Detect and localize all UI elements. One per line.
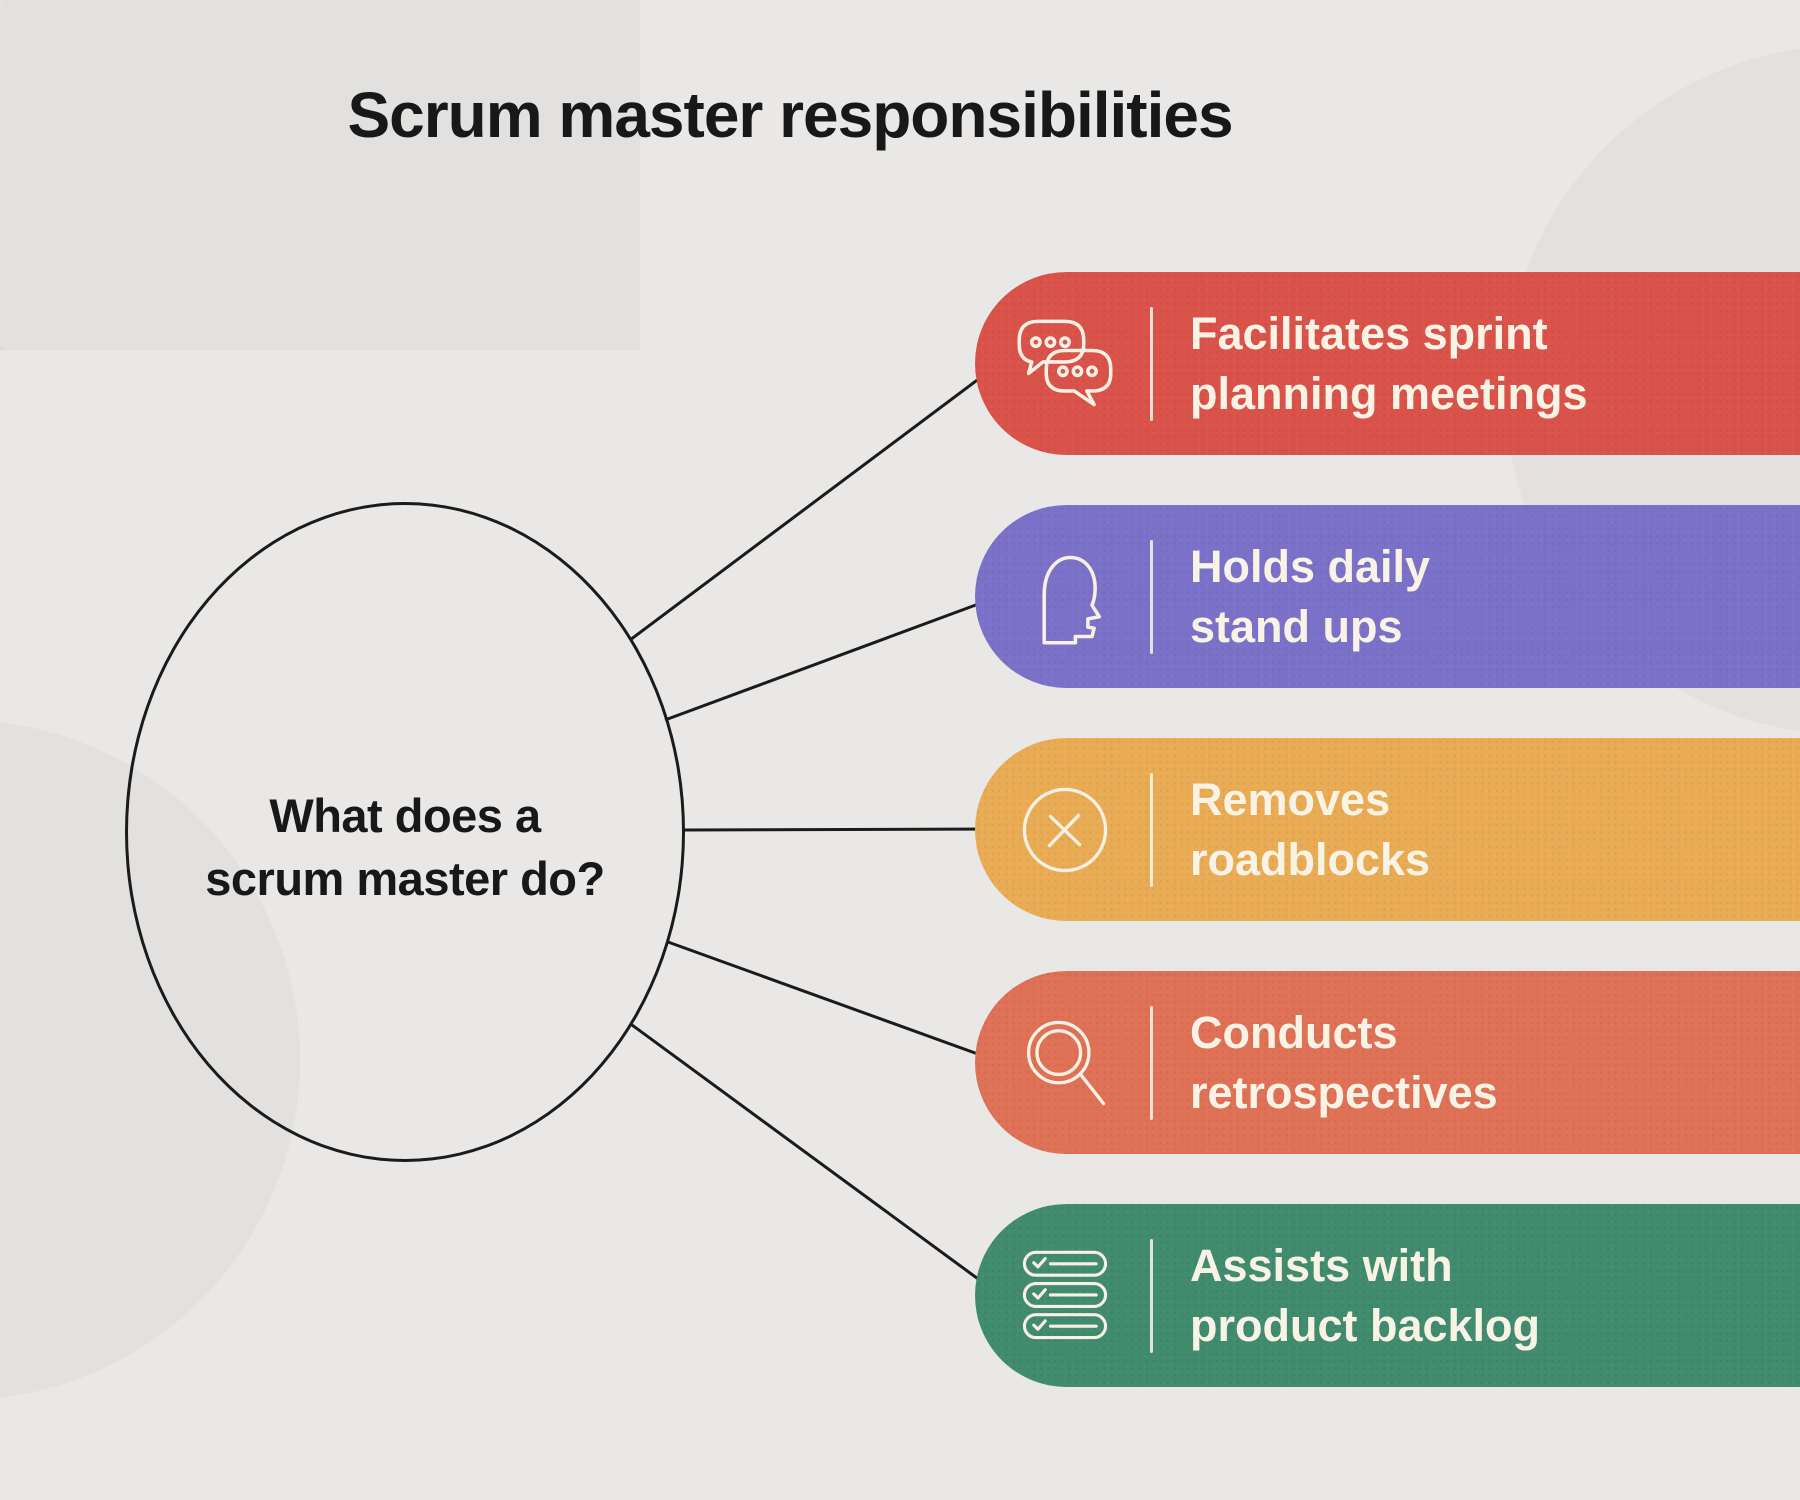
pill-label: Conducts retrospectives <box>1190 1003 1498 1123</box>
pill-label-line1: Assists with <box>1190 1239 1453 1291</box>
central-circle <box>125 502 685 1162</box>
pill-divider <box>1150 539 1153 654</box>
pill-assists-product-backlog: Assists with product backlog <box>975 1204 1800 1387</box>
pill-label-line1: Conducts <box>1190 1006 1398 1058</box>
pill-label: Facilitates sprint planning meetings <box>1190 304 1588 424</box>
pill-divider <box>1150 1005 1153 1120</box>
pill-label-line2: roadblocks <box>1190 833 1431 885</box>
pill-conducts-retrospectives: Conducts retrospectives <box>975 971 1800 1154</box>
pill-label-line2: retrospectives <box>1190 1066 1498 1118</box>
pill-divider <box>1150 1238 1153 1353</box>
central-question: What does a scrum master do? <box>105 784 705 910</box>
pill-label: Holds daily stand ups <box>1190 537 1430 657</box>
pill-divider <box>1150 306 1153 421</box>
pill-facilitates-sprint-planning: Facilitates sprint planning meetings <box>975 272 1800 455</box>
pill-label-line2: stand ups <box>1190 600 1403 652</box>
circle-x-icon <box>1013 778 1117 882</box>
checklist-icon <box>1013 1244 1117 1348</box>
pill-label: Removes roadblocks <box>1190 770 1430 890</box>
magnifier-icon <box>1013 1011 1117 1115</box>
head-profile-icon <box>1013 545 1117 649</box>
pill-label-line1: Holds daily <box>1190 540 1431 592</box>
page-title: Scrum master responsibilities <box>347 79 1233 151</box>
central-question-line2: scrum master do? <box>205 852 605 905</box>
pill-removes-roadblocks: Removes roadblocks <box>975 738 1800 921</box>
pill-label-line1: Removes <box>1190 773 1391 825</box>
pill-label-line2: planning meetings <box>1190 367 1588 419</box>
pill-label-line1: Facilitates sprint <box>1190 307 1548 359</box>
paper-texture-block <box>0 0 640 350</box>
pill-label: Assists with product backlog <box>1190 1236 1540 1356</box>
central-question-line1: What does a <box>269 789 541 842</box>
pill-label-line2: product backlog <box>1190 1299 1541 1351</box>
chat-bubbles-icon <box>1013 312 1117 416</box>
pill-divider <box>1150 772 1153 887</box>
pill-holds-daily-standups: Holds daily stand ups <box>975 505 1800 688</box>
